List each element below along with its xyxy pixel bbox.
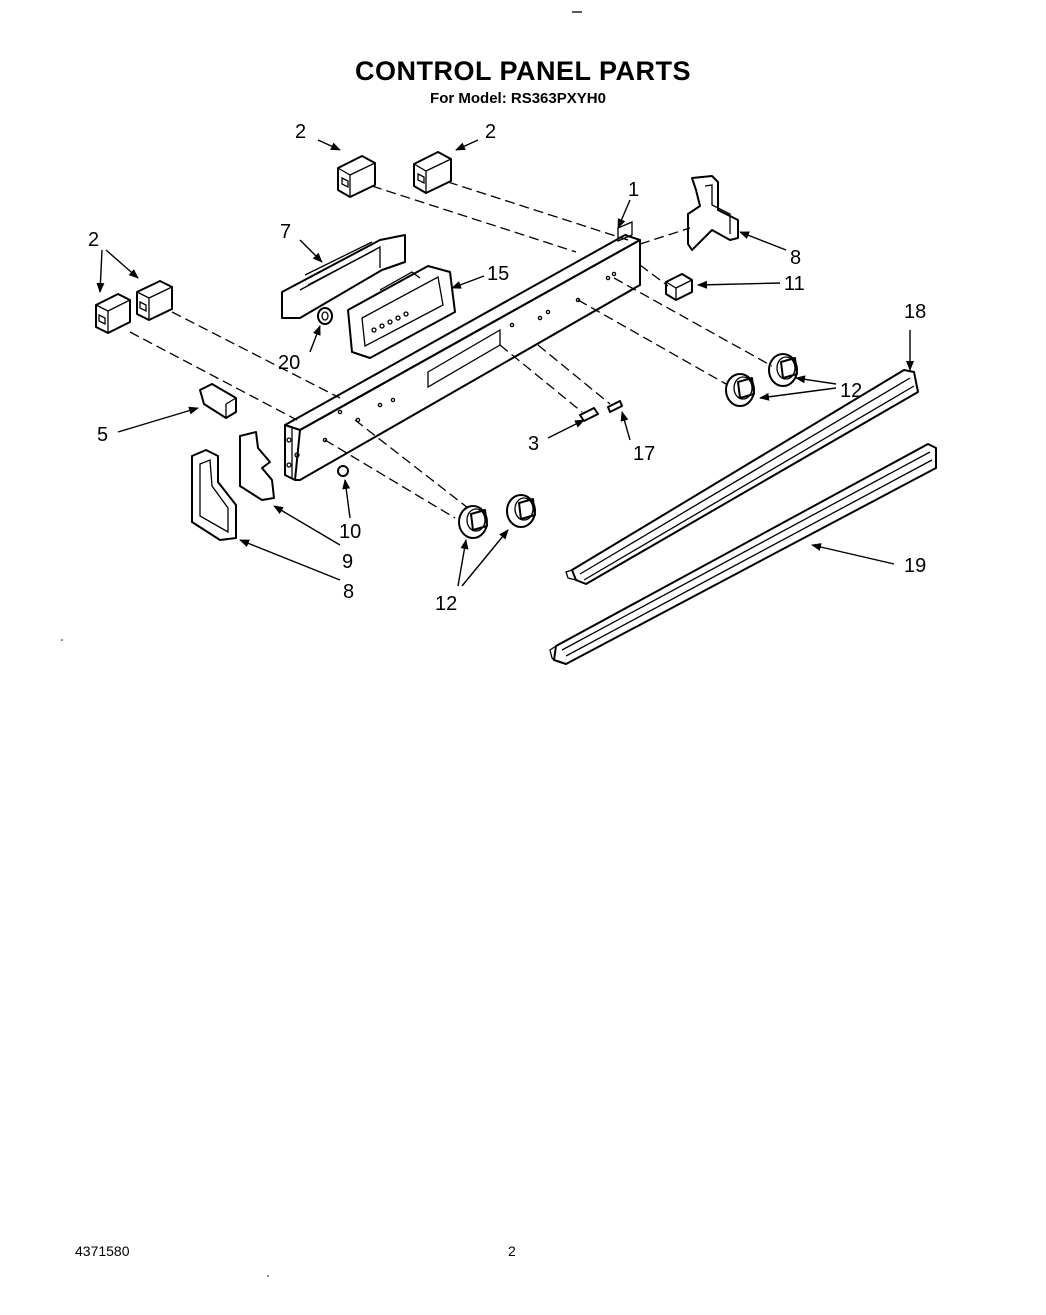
screw-10 bbox=[337, 465, 349, 477]
trim-bracket-7 bbox=[281, 234, 406, 319]
assembly-lines bbox=[129, 181, 773, 519]
callout-17: 17 bbox=[633, 443, 655, 465]
callout-20: 20 bbox=[278, 352, 300, 374]
control-panel-body bbox=[284, 221, 641, 481]
callout-19: 19 bbox=[904, 555, 926, 577]
side-bracket-8-right bbox=[687, 175, 739, 251]
callout-18: 18 bbox=[904, 301, 926, 323]
callout-2-top-right: 2 bbox=[485, 121, 496, 143]
end-cap-2-left-a bbox=[95, 293, 131, 334]
leader-lines bbox=[96, 139, 914, 587]
callout-7: 7 bbox=[280, 221, 291, 243]
callout-2-top-left: 2 bbox=[295, 121, 306, 143]
knob-12-upper-a bbox=[725, 373, 755, 407]
switch-11 bbox=[665, 273, 693, 301]
callout-10: 10 bbox=[339, 521, 361, 543]
callout-3: 3 bbox=[528, 433, 539, 455]
display-bezel-15 bbox=[347, 265, 456, 359]
callout-1: 1 bbox=[628, 179, 639, 201]
end-cap-2-top-right bbox=[413, 151, 452, 194]
bracket-plate-9 bbox=[239, 431, 275, 501]
callout-2-left: 2 bbox=[88, 229, 99, 251]
clip-5 bbox=[199, 383, 237, 419]
end-cap-2-left-b bbox=[136, 280, 173, 321]
pin-17 bbox=[607, 400, 623, 413]
callout-8-left: 8 bbox=[343, 581, 354, 603]
trim-strip-19 bbox=[549, 443, 937, 665]
knob-12-upper-b bbox=[768, 353, 798, 387]
side-bracket-8-left bbox=[191, 449, 237, 541]
knob-12-lower-a bbox=[458, 505, 488, 539]
callout-15: 15 bbox=[487, 263, 509, 285]
model-subtitle: For Model: RS363PXYH0 bbox=[430, 90, 606, 107]
knob-12-lower-b bbox=[506, 494, 536, 528]
document-number: 4371580 bbox=[75, 1243, 130, 1259]
screw-3 bbox=[579, 407, 599, 422]
callout-5: 5 bbox=[97, 424, 108, 446]
page-title: CONTROL PANEL PARTS bbox=[354, 56, 692, 86]
callout-12-upper: 12 bbox=[840, 380, 862, 402]
callout-12-lower: 12 bbox=[435, 593, 457, 615]
trim-strip-18 bbox=[565, 369, 919, 585]
callout-9: 9 bbox=[342, 551, 353, 573]
scan-marks bbox=[61, 11, 582, 1277]
grommet-20 bbox=[317, 307, 333, 325]
callout-11: 11 bbox=[784, 273, 805, 295]
page-number: 2 bbox=[508, 1243, 516, 1259]
callout-labels: 2 2 2 1 7 15 8 11 18 20 12 5 3 17 10 9 8… bbox=[88, 121, 926, 615]
callout-8-right: 8 bbox=[790, 247, 801, 269]
end-cap-2-top-left bbox=[337, 155, 376, 198]
